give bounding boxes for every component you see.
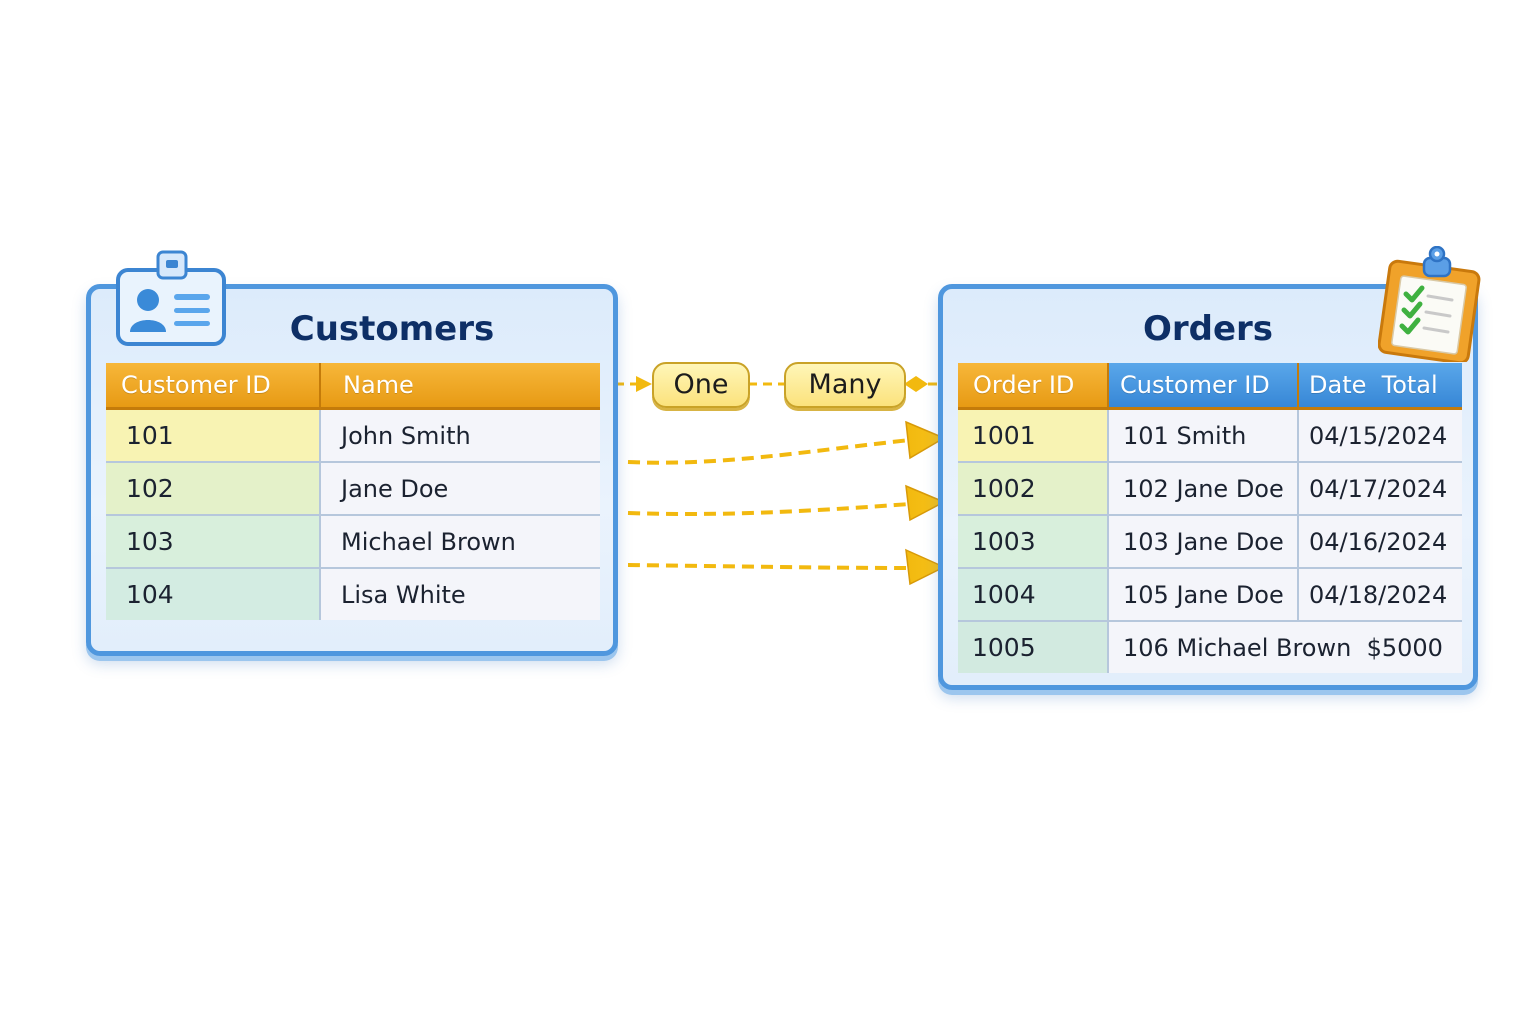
order-date-cell: 04/16/2024 (1298, 515, 1462, 569)
customer-id-cell: 103 (106, 515, 321, 569)
customer-id-cell: 102 (106, 462, 321, 516)
row-arrow-2 (627, 502, 911, 516)
order-id-cell: 1001 (958, 408, 1109, 463)
row-arrow-1-head (905, 420, 946, 460)
orders-table: Order ID Customer ID Date Total 1001 101… (958, 363, 1462, 673)
customer-id-cell: 104 (106, 568, 321, 620)
order-customer-cell: 101 Smith (1108, 408, 1299, 463)
column-header-name[interactable]: Name (320, 363, 600, 410)
order-customer-cell: 105 Jane Doe (1108, 568, 1299, 622)
table-row[interactable]: 103 Michael Brown (106, 515, 600, 569)
order-customer-cell: 103 Jane Doe (1108, 515, 1299, 569)
one-connector-arrowhead (636, 376, 652, 392)
order-date-cell: 04/17/2024 (1298, 462, 1462, 516)
table-row[interactable]: 1003 103 Jane Doe 04/16/2024 (958, 515, 1462, 569)
customers-title: Customers (289, 309, 495, 349)
column-header-date-total[interactable]: Date Total (1298, 363, 1462, 410)
id-card-icon (116, 250, 226, 346)
orders-table-panel: Orders Order ID Customer ID Date Total 1… (938, 284, 1478, 690)
table-row[interactable]: 1004 105 Jane Doe 04/18/2024 (958, 568, 1462, 622)
order-id-cell: 1004 (958, 568, 1109, 622)
order-customer-total-cell: 106 Michael Brown $5000 (1123, 633, 1443, 662)
customers-table: Customer ID Name 101 John Smith 102 Jane… (106, 363, 600, 620)
order-date-cell: 04/18/2024 (1298, 568, 1462, 622)
customer-name-cell: John Smith (320, 408, 600, 463)
row-arrow-1 (627, 438, 911, 465)
order-date-cell: 04/15/2024 (1298, 408, 1462, 463)
table-row[interactable]: 1001 101 Smith 04/15/2024 (958, 408, 1462, 463)
orders-header-row: Order ID Customer ID Date Total (958, 363, 1462, 410)
customers-header-row: Customer ID Name (106, 363, 600, 410)
table-row[interactable]: 101 John Smith (106, 408, 600, 463)
order-id-cell: 1002 (958, 462, 1109, 516)
table-row[interactable]: 104 Lisa White (106, 568, 600, 620)
many-cardinality-label: Many (784, 362, 906, 408)
customer-id-cell: 101 (106, 408, 321, 463)
many-connector-diamond (904, 376, 928, 392)
table-row[interactable]: 102 Jane Doe (106, 462, 600, 516)
row-arrow-3 (627, 563, 911, 570)
one-cardinality-label: One (652, 362, 750, 408)
column-header-customer-id[interactable]: Customer ID (106, 363, 321, 410)
customer-name-cell: Lisa White (341, 580, 466, 609)
table-row[interactable]: 1005 106 Michael Brown $5000 (958, 621, 1462, 673)
table-row[interactable]: 1002 102 Jane Doe 04/17/2024 (958, 462, 1462, 516)
order-customer-cell: 102 Jane Doe (1108, 462, 1299, 516)
column-header-order-id[interactable]: Order ID (958, 363, 1109, 410)
orders-title: Orders (1142, 309, 1274, 349)
column-header-customer-id[interactable]: Customer ID (1108, 363, 1299, 410)
order-id-cell: 1003 (958, 515, 1109, 569)
order-id-cell: 1005 (958, 621, 1109, 673)
customer-name-cell: Michael Brown (320, 515, 600, 569)
clipboard-checklist-icon (1378, 246, 1481, 362)
row-arrow-2-head (905, 484, 946, 522)
row-arrow-3-head (905, 548, 946, 586)
customer-name-cell: Jane Doe (320, 462, 600, 516)
